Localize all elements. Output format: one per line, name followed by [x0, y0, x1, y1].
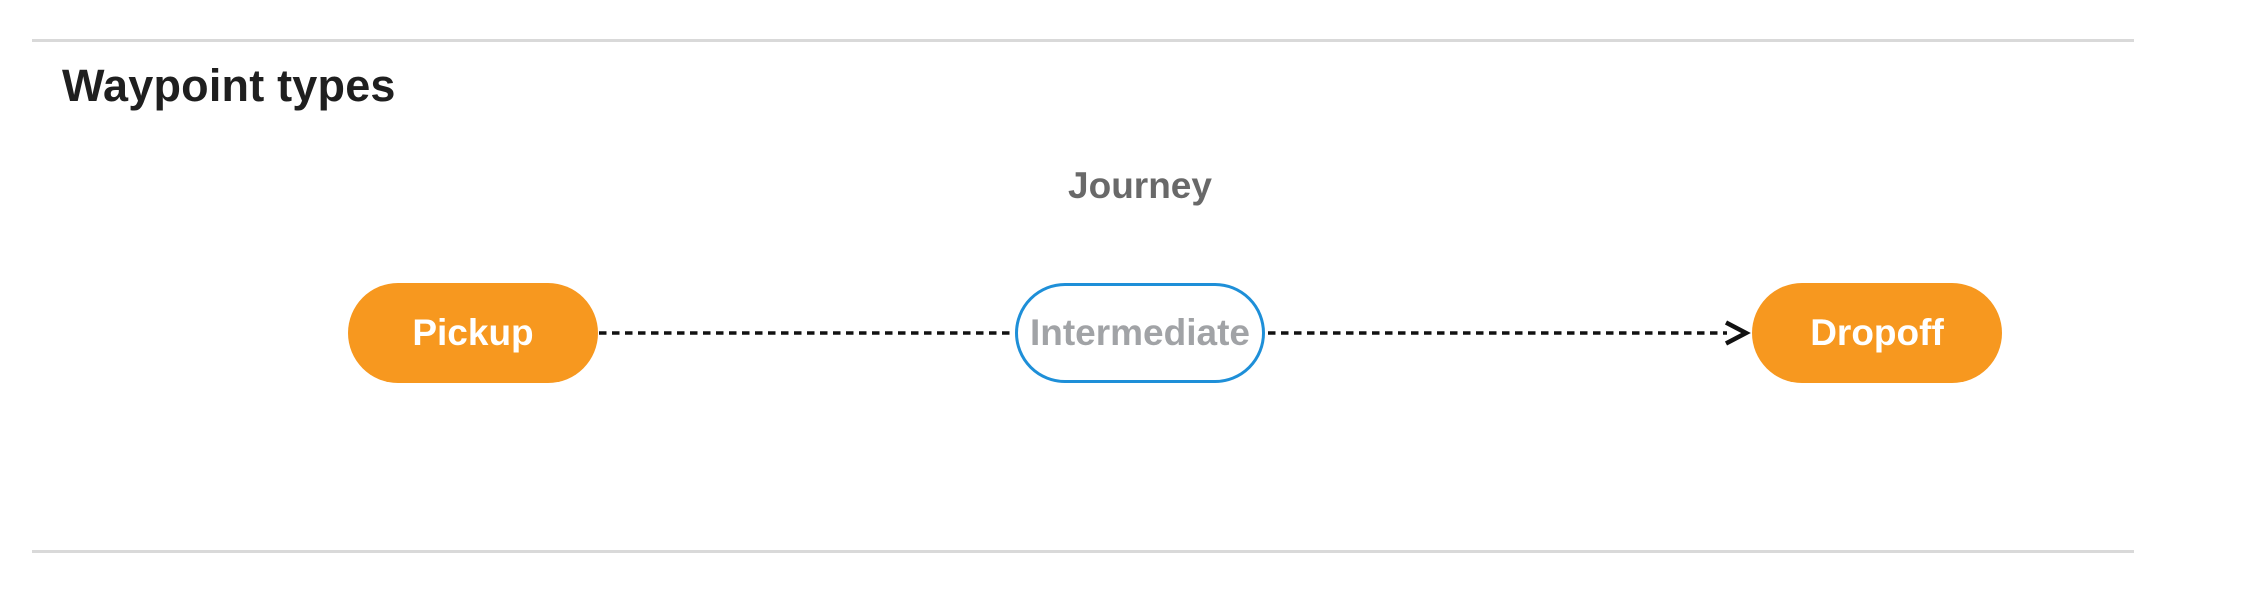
journey-label: Journey — [1068, 165, 1212, 206]
node-dropoff: Dropoff — [1752, 283, 2002, 383]
section-title: Waypoint types — [62, 60, 396, 111]
node-pickup: Pickup — [348, 283, 598, 383]
node-intermediate: Intermediate — [1015, 283, 1265, 383]
node-dropoff-label: Dropoff — [1810, 312, 1944, 353]
node-pickup-label: Pickup — [412, 312, 534, 353]
bottom-divider — [32, 550, 2134, 553]
arrow-head-icon — [1724, 320, 1751, 346]
top-divider — [32, 39, 2134, 42]
node-intermediate-label: Intermediate — [1029, 312, 1250, 353]
